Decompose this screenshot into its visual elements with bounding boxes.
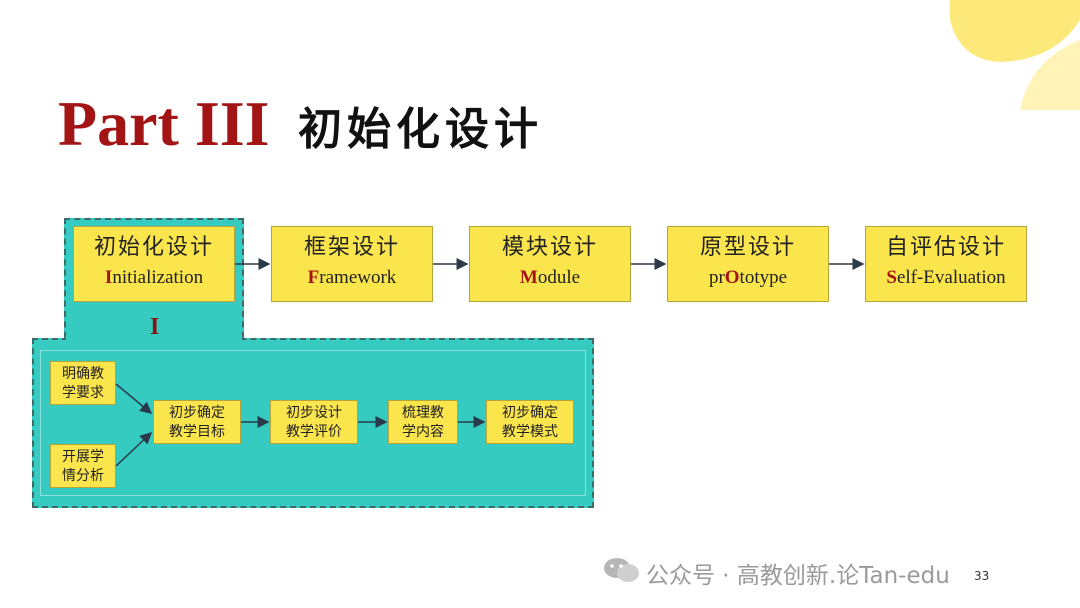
stage-cn-label: 初始化设计 [93, 235, 214, 260]
input-teaching-requirements: 明确教学要求 [50, 361, 116, 405]
step-teaching-mode: 初步确定教学模式 [486, 400, 574, 444]
stage-en-label: Initialization [104, 267, 204, 288]
title-part: Part III [58, 88, 270, 159]
stage-en-label: Module [519, 267, 581, 288]
step-teaching-objectives: 初步确定教学目标 [153, 400, 241, 444]
phase-label: I [150, 314, 160, 340]
corner-decoration [950, 0, 1080, 110]
step-teaching-evaluation: 初步设计教学评价 [270, 400, 358, 444]
stage-en-label: prOtotype [708, 267, 788, 288]
arrow-input-2 [115, 431, 153, 467]
stage-cn-label: 模块设计 [501, 235, 598, 260]
stage-prototype: 原型设计 prOtotype [667, 226, 829, 302]
stage-en-label: Framework [307, 267, 397, 288]
footer-watermark: 公众号 · 高教创新.论Tan-edu [646, 563, 950, 589]
stage-cn-label: 自评估设计 [885, 235, 1006, 260]
phase-highlight-join [66, 336, 242, 342]
wechat-icon [604, 558, 639, 582]
stage-cn-label: 框架设计 [303, 235, 400, 260]
input-learner-analysis: 开展学情分析 [50, 444, 116, 488]
arrow-input-1 [115, 383, 153, 414]
stage-en-label: Self-Evaluation [886, 267, 1006, 288]
detail-inner-frame [40, 350, 586, 496]
stage-initialization: 初始化设计 Initialization [73, 226, 235, 302]
stage-self-evaluation: 自评估设计 Self-Evaluation [865, 226, 1027, 302]
stage-framework: 框架设计 Framework [271, 226, 433, 302]
page-number: 33 [974, 569, 990, 583]
stage-module: 模块设计 Module [469, 226, 631, 302]
title-chinese: 初始化设计 [298, 104, 543, 155]
stage-cn-label: 原型设计 [699, 235, 796, 260]
step-teaching-content: 梳理教学内容 [388, 400, 458, 444]
